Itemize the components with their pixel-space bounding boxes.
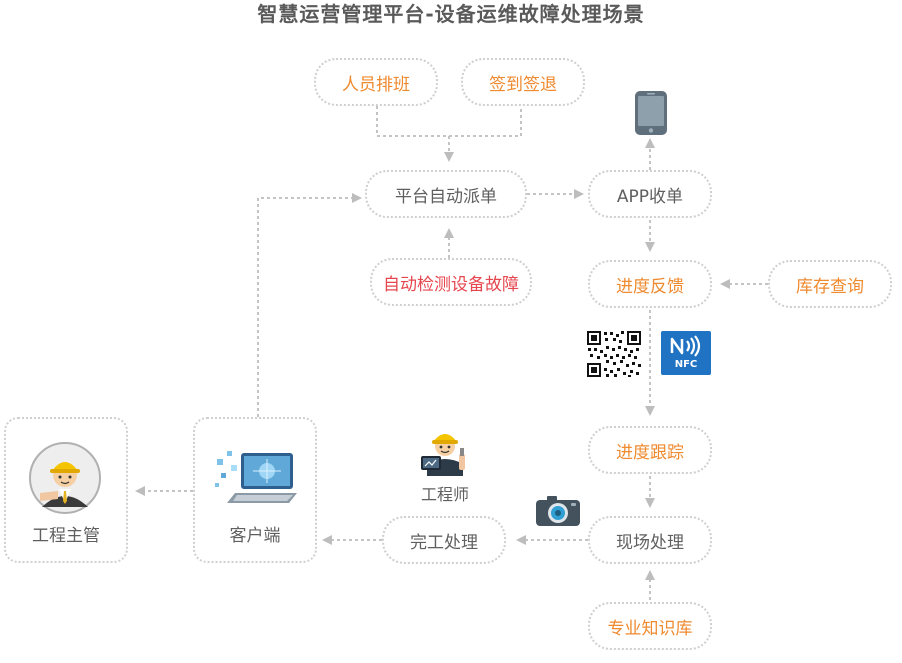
node-label: 现场处理 (616, 532, 684, 553)
camera-icon (536, 496, 580, 526)
node-label: 自动检测设备故障 (383, 274, 519, 295)
node-label: 人员排班 (342, 74, 410, 95)
node-label: 平台自动派单 (395, 186, 497, 207)
node-app-receive: APP收单 (588, 170, 712, 218)
nfc-icon: NFC (661, 331, 711, 375)
node-supervisor: 工程主管 (4, 417, 128, 563)
node-label: 进度跟踪 (616, 442, 684, 463)
node-check-in-out: 签到签退 (461, 58, 585, 106)
node-label: 进度反馈 (616, 276, 684, 297)
node-auto-dispatch: 平台自动派单 (365, 170, 527, 218)
node-label: 工程主管 (32, 526, 100, 546)
node-onsite-handling: 现场处理 (588, 516, 712, 564)
node-label: APP收单 (616, 186, 684, 207)
phone-icon (635, 91, 667, 135)
page-title: 智慧运营管理平台-设备运维故障处理场景 (257, 2, 645, 26)
engineer-label: 工程师 (420, 485, 469, 504)
node-label: 客户端 (229, 526, 281, 546)
node-label: 库存查询 (796, 276, 864, 297)
node-knowledge-base: 专业知识库 (588, 602, 712, 650)
qr-code-icon (586, 330, 642, 378)
merge-connector (376, 106, 522, 137)
engineer-icon (421, 434, 465, 476)
node-label: 专业知识库 (607, 618, 693, 639)
node-staff-schedule: 人员排班 (314, 58, 438, 106)
arrow-client-to-dispatch (257, 193, 362, 417)
nfc-label: NFC (674, 359, 698, 370)
node-progress-tracking: 进度跟踪 (588, 426, 712, 474)
node-completion-handling: 完工处理 (382, 516, 506, 564)
node-inventory-query: 库存查询 (768, 260, 892, 308)
computer-icon (215, 451, 297, 503)
node-client: 客户端 (193, 417, 317, 563)
node-auto-detect: 自动检测设备故障 (370, 258, 532, 306)
node-label: 完工处理 (410, 532, 478, 553)
supervisor-avatar-icon (29, 442, 101, 514)
nfc-wave-icon (670, 335, 701, 357)
node-label: 签到签退 (489, 74, 557, 95)
node-progress-feedback: 进度反馈 (588, 260, 712, 308)
